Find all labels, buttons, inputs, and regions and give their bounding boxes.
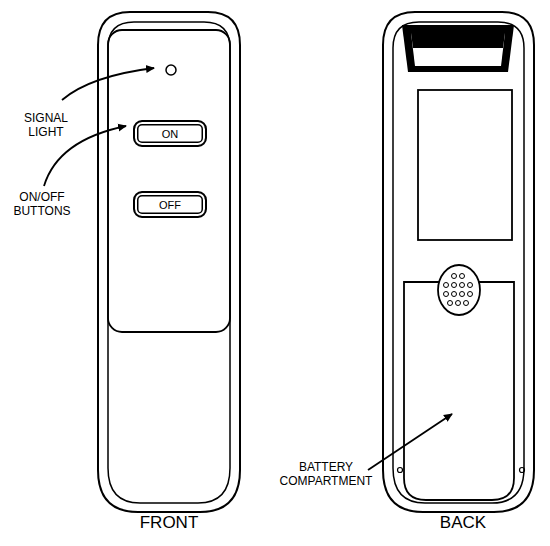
ir-window [402,25,514,72]
part-label: SIGNAL LIGHT [10,111,82,139]
front-inner-rim [108,22,230,503]
off-button: OFF [133,191,207,218]
speaker-grille [438,265,480,315]
on-button: ON [133,120,207,147]
screw-hole [520,468,525,473]
view-caption: FRONT [118,513,220,533]
front-panel [108,30,230,332]
button-text: ON [162,128,179,140]
screw-hole [398,468,403,473]
ir-window-lens [411,33,505,48]
label-recess [418,90,512,240]
ir-window-inner [411,33,505,66]
speaker-holes [444,274,473,306]
leader-arrow [368,414,452,470]
part-label: BATTERY COMPARTMENT [276,460,376,488]
signal-light [166,65,176,75]
leader-arrow [62,68,154,100]
part-label: ON/OFF BUTTONS [2,190,82,218]
button-text: OFF [159,199,181,211]
front-housing [98,12,240,512]
back-housing [383,12,534,512]
back-inner-rim [393,22,524,503]
view-caption: BACK [412,513,514,533]
